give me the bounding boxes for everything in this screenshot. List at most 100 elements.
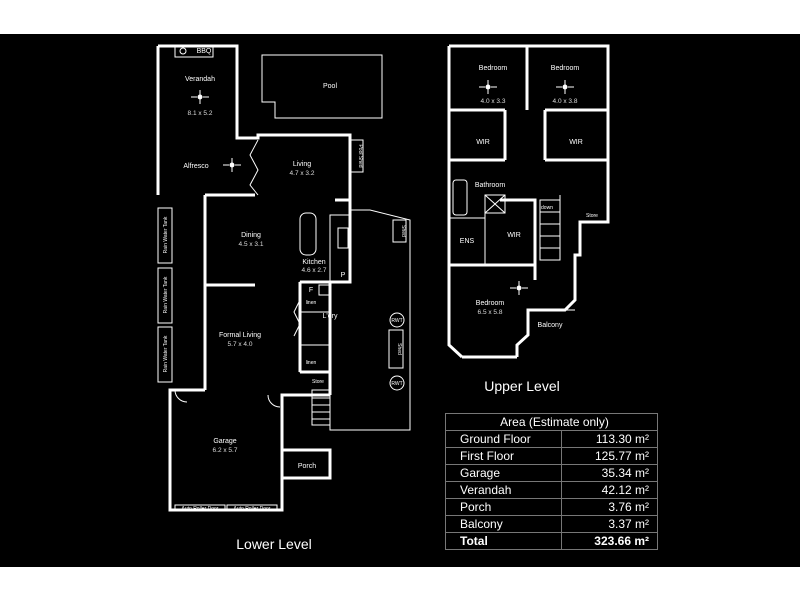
cooktop [337, 227, 349, 249]
linen-label-1: linen [306, 300, 317, 306]
rain-tank-label-1: Rain Water Tank [163, 216, 169, 253]
kitchen-walls [300, 198, 350, 372]
formal-living-label: Formal Living [219, 332, 261, 339]
upper-level-plan: Bedroom 4.0 x 3.3 Bedroom 4.0 x 3.8 WIR … [447, 44, 610, 394]
area-row-label: Total [445, 532, 562, 550]
area-table-header: Area (Estimate only) [445, 413, 658, 431]
rain-tank-2 [157, 267, 173, 324]
living-label: Living [293, 161, 311, 168]
wir1-label: WIR [476, 139, 490, 146]
garage-side-door-arc [174, 389, 188, 403]
rain-tank-label-3: Rain Water Tank [163, 335, 169, 372]
area-row-value: 3.37 m² [560, 515, 659, 533]
bedroom1-dim: 4.0 x 3.3 [481, 98, 506, 105]
kitchen-island [299, 212, 317, 256]
shed-lower-box [388, 329, 404, 369]
down-label: down [541, 205, 553, 211]
rain-tank-label-2: Rain Water Tank [163, 276, 169, 313]
roller-door-label-2: Auto Roller Door [234, 506, 271, 512]
floor-plan-canvas: BBQ Verandah 8.1 x 5.2 Pool Pool Shed Al… [0, 34, 800, 567]
laundry-label: L'dry [323, 313, 338, 320]
verandah-outline [156, 44, 352, 195]
laundry-cupboards [299, 281, 331, 313]
living-dim: 4.7 x 3.2 [290, 170, 315, 177]
bbq-unit [174, 45, 214, 58]
pantry-label: P [341, 272, 346, 279]
shed-upper-box [392, 219, 407, 243]
bedroom2-label: Bedroom [551, 65, 580, 72]
bedroom2-dim: 4.0 x 3.8 [553, 98, 578, 105]
fridge-label: F [309, 287, 313, 294]
bbq-burner-icon [179, 47, 187, 55]
alfresco-bifold-door [249, 139, 259, 196]
shower-box [484, 194, 506, 214]
area-row-value: 3.76 m² [560, 498, 659, 516]
store-label: Store [312, 379, 324, 385]
porch-label: Porch [298, 463, 316, 470]
ceiling-fan-icon [556, 80, 574, 94]
wir3-label: WIR [507, 232, 521, 239]
bbq-label: BBQ [197, 48, 212, 55]
formal-living-dim: 5.7 x 4.0 [228, 341, 253, 348]
upper-store-label: Store [586, 213, 598, 219]
ens-label: ENS [460, 238, 475, 245]
area-row-value: 125.77 m² [560, 447, 659, 465]
linen-cupboard-lower [299, 344, 331, 373]
garage-dim: 6.2 x 5.7 [213, 447, 238, 454]
pool-shed-box [349, 139, 364, 173]
roller-door-2 [226, 504, 278, 512]
pool-shed-label: Pool Shed [357, 144, 363, 167]
porch-walls [282, 448, 332, 480]
lower-stair [311, 389, 331, 426]
alfresco-label: Alfresco [183, 163, 208, 170]
dining-label: Dining [241, 232, 261, 239]
balcony-label: Balcony [538, 322, 563, 329]
bathroom-label: Bathroom [475, 182, 506, 189]
roller-door-1 [174, 504, 226, 512]
rwt-circle-1 [389, 312, 405, 328]
area-row-label: Ground Floor [445, 430, 562, 448]
rwt-circle-2 [389, 375, 405, 391]
rain-tank-3 [157, 326, 173, 383]
area-row-value: 35.34 m² [560, 464, 659, 482]
area-row-value: 113.30 m² [560, 430, 659, 448]
lower-level-plan: BBQ Verandah 8.1 x 5.2 Pool Pool Shed Al… [156, 44, 411, 552]
ceiling-fan-icon [223, 158, 241, 172]
dining-dim: 4.5 x 3.1 [239, 241, 264, 248]
roller-door-label-1: Auto Roller Door [182, 506, 219, 512]
area-table-title: Area (Estimate only) [445, 413, 658, 431]
formal-living-bifold-door [293, 299, 301, 337]
kitchen-label: Kitchen [302, 259, 325, 266]
linen-label-2: linen [306, 360, 317, 366]
wir2-label: WIR [569, 139, 583, 146]
upper-level-title: Upper Level [484, 378, 560, 394]
verandah-dim: 8.1 x 5.2 [188, 110, 213, 117]
rwt-label-1: RWT [391, 318, 402, 324]
area-row-label: First Floor [445, 447, 562, 465]
area-row-value: 42.12 m² [560, 481, 659, 499]
laundry-tub [318, 284, 330, 296]
floor-plan-drawing: BBQ Verandah 8.1 x 5.2 Pool Pool Shed Al… [156, 44, 610, 552]
ceiling-fan-icon [479, 80, 497, 94]
garage-label: Garage [213, 438, 236, 445]
master-bedroom-label: Bedroom [476, 300, 505, 307]
upper-bedroom-partitions [449, 46, 608, 280]
area-row-label: Garage [445, 464, 562, 482]
bedroom1-label: Bedroom [479, 65, 508, 72]
rain-tank-1 [157, 207, 173, 264]
shed-label-2: Shed [396, 343, 402, 355]
lower-level-title: Lower Level [236, 536, 312, 552]
kitchen-dim: 4.6 x 2.7 [302, 267, 327, 274]
shed-label-1: Shed [400, 225, 406, 237]
verandah-label: Verandah [185, 76, 215, 83]
upper-stair [539, 199, 561, 261]
garage-entry-door-arc [267, 394, 281, 408]
area-row-label: Porch [445, 498, 562, 516]
rwt-label-2: RWT [391, 381, 402, 387]
